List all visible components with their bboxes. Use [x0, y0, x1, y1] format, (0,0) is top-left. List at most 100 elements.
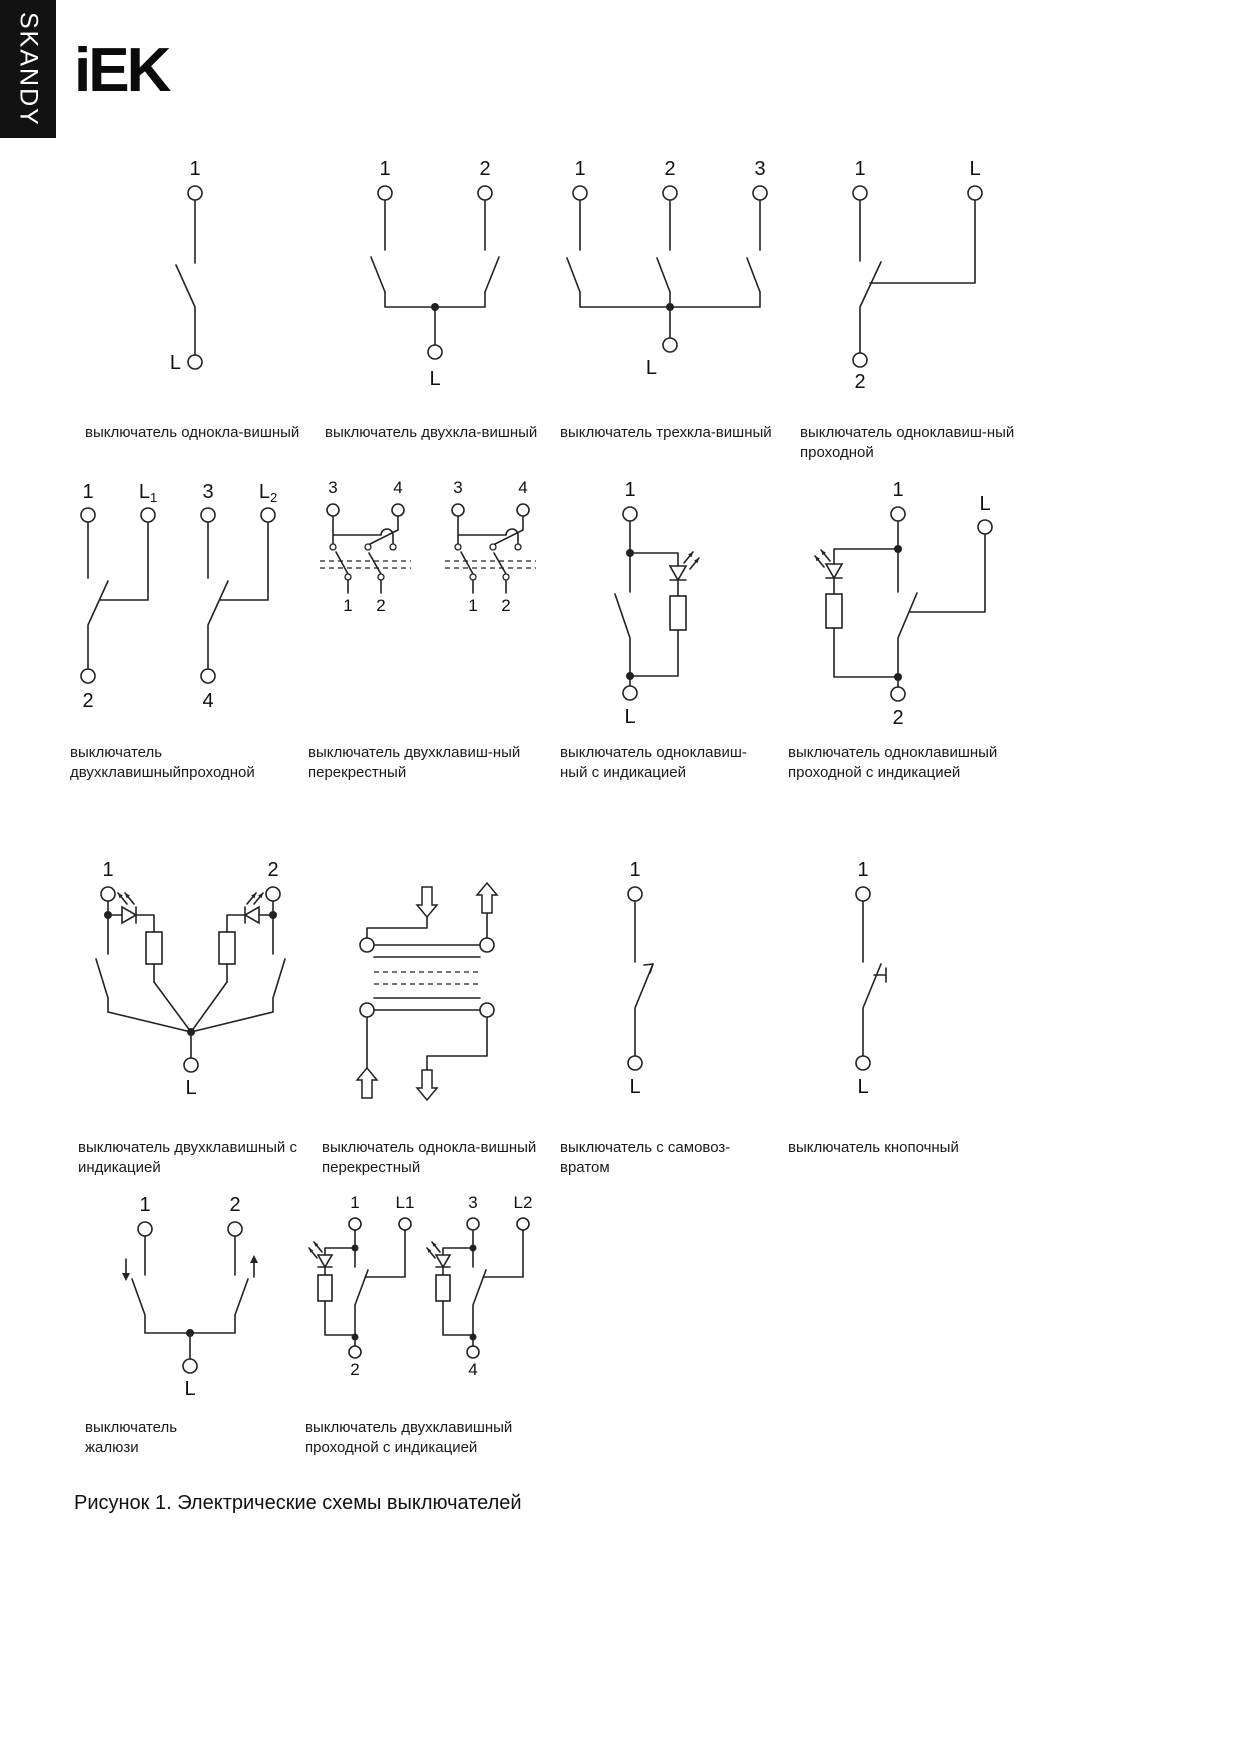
diagram-caption: выключатель одноклавишный проходной с ин… — [788, 744, 998, 781]
terminal-label: 2 — [479, 158, 490, 180]
up-arrow-icon — [355, 1066, 379, 1099]
diagram-one-gang-two-way-switch-with-indicator: 1 L 2 выключатель одноклавишный проходно… — [788, 479, 1023, 782]
push-button-switch-schematic: 1 L — [855, 859, 887, 1098]
terminal-label: 2 — [854, 371, 865, 393]
terminal-label: 2 — [664, 158, 675, 180]
schematic-geometry — [855, 886, 887, 1071]
diagram-one-gang-cross-switch: выключатель однокла-вишный перекрестный — [322, 860, 542, 1177]
terminal-label: 1 — [350, 1195, 359, 1212]
terminal-label: L2 — [514, 1195, 533, 1212]
terminal-label: 1 — [892, 480, 903, 501]
schematic-geometry — [814, 506, 993, 702]
schematic-geometry — [370, 185, 500, 360]
one-gang-cross-switch-schematic — [355, 881, 499, 1102]
terminal-label: L — [646, 357, 657, 379]
schematic-geometry — [175, 185, 203, 370]
two-gang-switch-schematic: 1 2 L — [370, 158, 500, 390]
terminal-label: 4 — [468, 1360, 477, 1379]
diagram-caption: выключатель с самовоз- вратом — [560, 1139, 731, 1176]
terminal-label: L1 — [139, 481, 157, 505]
diagram-caption: выключатель однокла-вишный — [85, 424, 300, 441]
one-gang-switch-schematic: 1 L — [170, 158, 203, 374]
terminal-label: L — [429, 368, 440, 390]
terminal-label: L1 — [396, 1195, 415, 1212]
terminal-label: L — [624, 706, 635, 728]
diagram-one-gang-two-way-switch: 1 L 2 выключатель одноклавиш-ный проходн… — [800, 155, 1030, 462]
diagram-three-gang-switch: 1 2 3 L выключатель трехкла-вишный — [560, 155, 780, 443]
schematic-geometry — [320, 503, 536, 594]
terminal-label: 1 — [139, 1195, 150, 1216]
terminal-label: 2 — [892, 707, 903, 729]
diagram-caption: выключатель кнопочный — [788, 1139, 959, 1156]
terminal-label: 1 — [574, 158, 585, 180]
terminal-label: 1 — [82, 481, 93, 503]
one-gang-indicator-switch-schematic: 1 L — [614, 479, 700, 728]
terminal-label: 1 — [629, 860, 640, 881]
schematic-geometry — [614, 506, 700, 701]
diagram-two-gang-cross-switch: 3 4 1 2 3 4 1 2 выключатель двухклавиш-н… — [308, 478, 548, 782]
schematic-geometry — [852, 185, 983, 368]
terminal-label: L2 — [259, 481, 277, 505]
down-arrow-icon — [415, 1069, 439, 1102]
terminal-label: 3 — [453, 480, 462, 497]
series-name: SKANDY — [14, 11, 43, 127]
terminal-label: L — [185, 1077, 196, 1099]
terminal-label: 2 — [501, 596, 510, 615]
diagram-one-gang-switch: 1 L выключатель однокла-вишный — [85, 155, 305, 443]
one-gang-two-way-switch-schematic: 1 L 2 — [852, 158, 983, 393]
terminal-label: 4 — [393, 480, 402, 497]
diagram-caption: выключатель однокла-вишный перекрестный — [322, 1139, 537, 1176]
shutter-switch-schematic: 1 2 L — [122, 1194, 258, 1400]
terminal-label: 2 — [82, 690, 93, 712]
figure-title: Рисунок 1. Электрические схемы выключате… — [74, 1492, 522, 1514]
schematic-geometry — [566, 185, 768, 353]
schematic-geometry — [95, 886, 286, 1073]
terminal-label: L — [629, 1076, 640, 1098]
one-gang-two-way-indicator-schematic: 1 L 2 — [814, 479, 993, 729]
diagram-two-gang-two-way-switch-with-indicator: 1 L1 3 L2 2 4 выключатель двухклавишный … — [305, 1193, 545, 1457]
diagram-caption: выключатель трехкла-вишный — [560, 424, 772, 441]
terminal-label: 1 — [468, 596, 477, 615]
terminal-label: 1 — [379, 158, 390, 180]
schematic-geometry — [80, 507, 276, 684]
diagram-shutter-switch: 1 2 L выключатель жалюзи — [85, 1194, 305, 1457]
terminal-label: 2 — [267, 860, 278, 881]
down-arrow-icon — [415, 886, 439, 919]
diagram-caption: выключатель жалюзи — [85, 1419, 178, 1456]
terminal-label: 2 — [376, 596, 385, 615]
terminal-label: L — [857, 1076, 868, 1098]
iek-logo: iEK — [74, 36, 171, 105]
schematic-geometry — [627, 886, 654, 1071]
terminal-label: 3 — [328, 480, 337, 497]
up-arrow-icon — [250, 1255, 258, 1263]
down-arrow-icon — [122, 1273, 130, 1281]
terminal-label: L — [170, 352, 181, 374]
diagram-caption: выключатель двухклавиш-ный перекрестный — [308, 744, 521, 781]
terminal-label: 3 — [202, 481, 213, 503]
diagram-caption: выключатель одноклавиш- ный с индикацией — [560, 744, 747, 781]
terminal-label: 3 — [468, 1195, 477, 1212]
diagram-caption: выключатель одноклавиш-ный проходной — [800, 424, 1015, 461]
momentary-switch-schematic: 1 L — [627, 859, 654, 1098]
terminal-label: 2 — [350, 1360, 359, 1379]
two-gang-two-way-indicator-schematic: 1 L1 3 L2 2 4 — [308, 1193, 533, 1379]
terminal-label: 4 — [202, 690, 213, 712]
schematic-geometry — [122, 1221, 258, 1374]
diagram-caption: выключатель двухклавишныйпроходной — [70, 744, 255, 781]
terminal-label: 4 — [518, 480, 527, 497]
diagram-caption: выключатель двухклавишный проходной с ин… — [305, 1419, 513, 1456]
terminal-label: 1 — [624, 480, 635, 501]
three-gang-switch-schematic: 1 2 3 L — [566, 158, 768, 379]
terminal-label: L — [979, 493, 990, 515]
schematic-geometry — [355, 881, 499, 1102]
terminal-label: 1 — [189, 158, 200, 180]
diagram-momentary-switch: 1 L выключатель с самовоз- вратом — [560, 859, 780, 1177]
two-gang-indicator-schematic: 1 2 L — [95, 859, 286, 1099]
diagram-caption: выключатель двухклавишный с индикацией — [78, 1139, 297, 1176]
terminal-label: L — [969, 158, 980, 180]
terminal-label: 1 — [343, 596, 352, 615]
terminal-label: 3 — [754, 158, 765, 180]
schematic-geometry — [308, 1217, 530, 1359]
terminal-label: L — [184, 1378, 195, 1400]
terminal-label: 1 — [102, 860, 113, 881]
